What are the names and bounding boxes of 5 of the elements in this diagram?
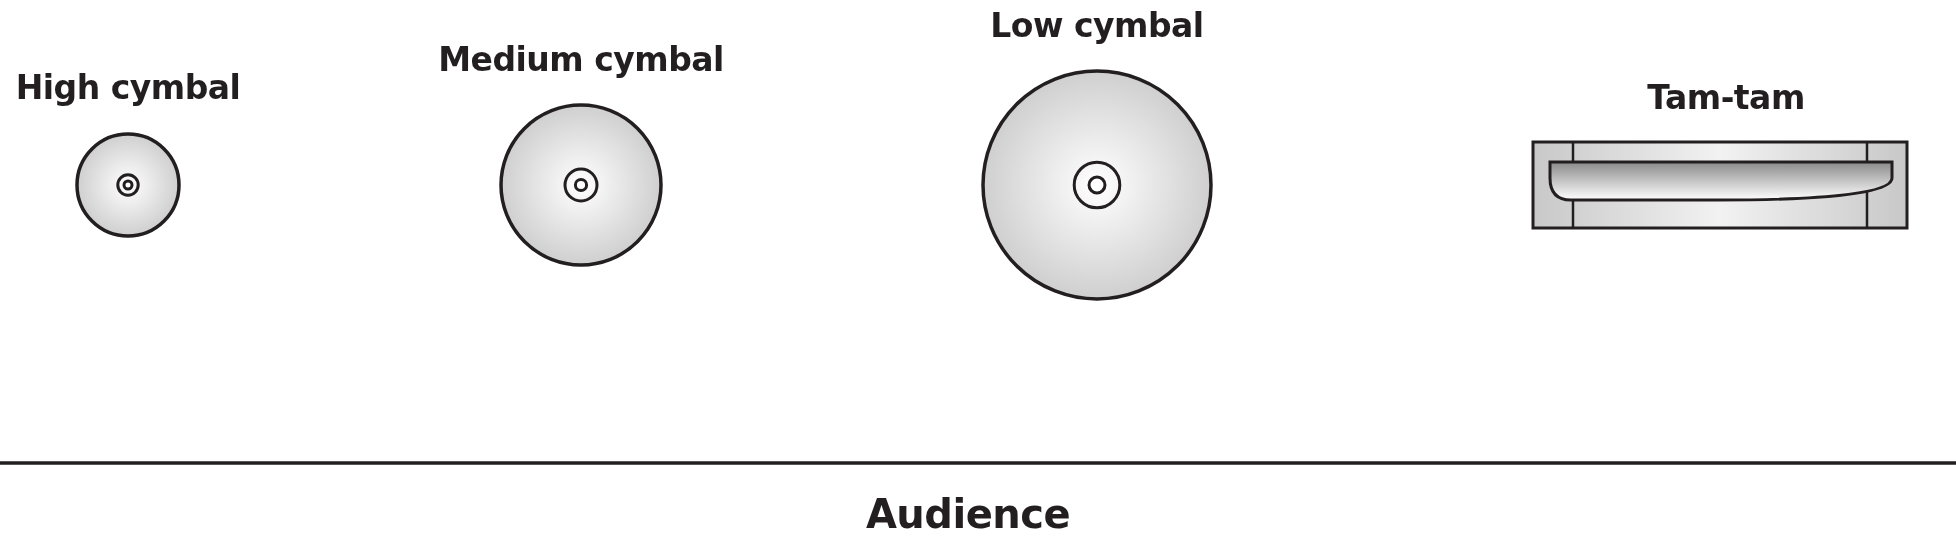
instrument-label: Low cymbal [990,8,1204,45]
audience-label: Audience [865,492,1071,536]
instrument-label: High cymbal [15,70,241,107]
instrument-label: Medium cymbal [438,42,724,79]
instrument-label: Tam-tam [1647,80,1805,117]
